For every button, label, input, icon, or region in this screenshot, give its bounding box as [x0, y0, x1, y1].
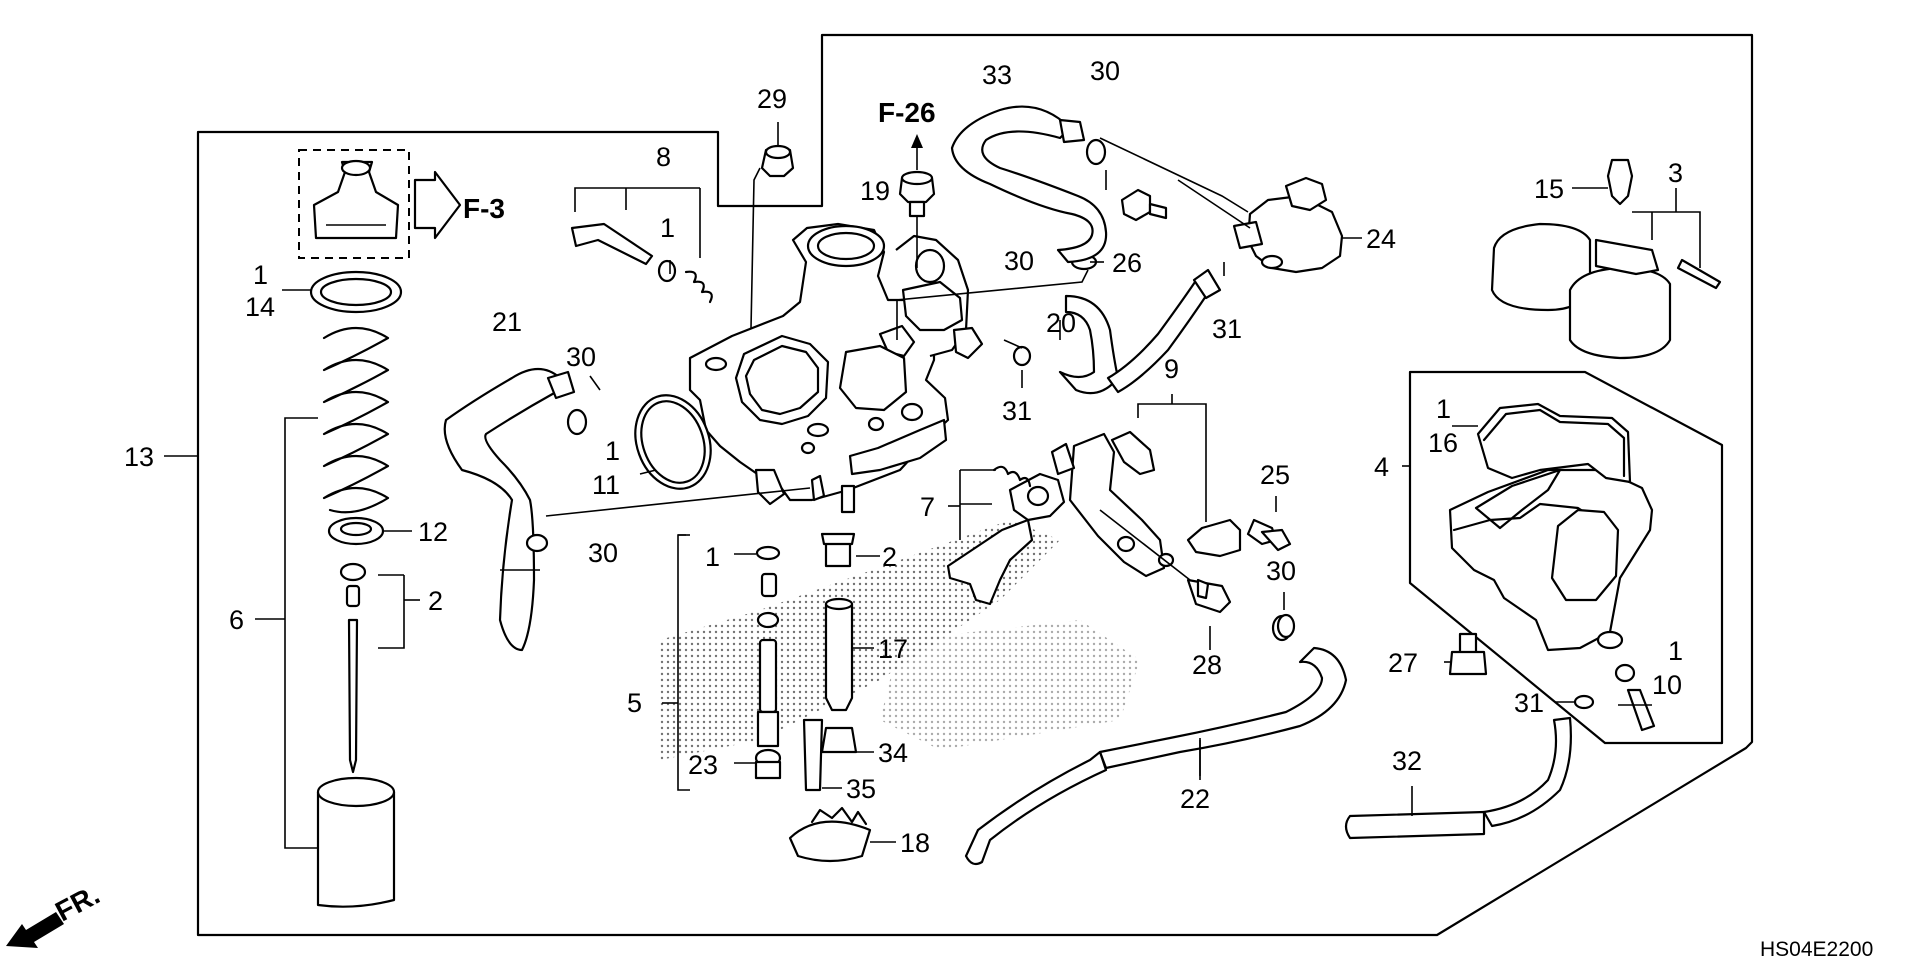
label-25: 25: [1260, 460, 1290, 490]
jet-parts-right: [788, 532, 896, 863]
label-20: 20: [1046, 308, 1076, 338]
label-30c: 30: [1090, 56, 1120, 86]
label-8: 8: [656, 142, 671, 172]
label-28: 28: [1192, 650, 1222, 680]
hose-33: [950, 105, 1108, 264]
carburetor-body: [688, 222, 984, 514]
drain-tube-32: [1344, 694, 1595, 840]
f3-ref-box: [298, 149, 410, 259]
retainer-12: [327, 516, 385, 546]
label-32: 32: [1392, 746, 1422, 776]
o-ring-11: [634, 394, 712, 490]
ref-f26: F-26: [878, 97, 936, 128]
drain-screw-10: [1614, 663, 1656, 732]
leaders-left: [282, 289, 420, 649]
label-9: 9: [1164, 354, 1179, 384]
screw-28: [1099, 509, 1232, 614]
label-11: 11: [592, 470, 620, 500]
label-16: 16: [1428, 428, 1458, 458]
label-1f: 1: [705, 542, 720, 572]
label-12: 12: [418, 517, 448, 547]
screw-26: [1120, 188, 1168, 222]
ref-f3: F-3: [463, 193, 505, 224]
label-24: 24: [1366, 224, 1396, 254]
label-1d: 1: [1436, 394, 1451, 424]
cap-29: [750, 122, 795, 329]
label-34: 34: [878, 738, 908, 768]
float-assembly: [1490, 158, 1722, 360]
label-23: 23: [688, 750, 718, 780]
assembly-frame: [196, 33, 1754, 937]
hose-22: [964, 613, 1348, 866]
throttle-valve: [316, 776, 396, 908]
seal-ring-14: [309, 270, 403, 314]
idle-screw-8: [570, 187, 713, 304]
cutoff-valve-24: [1099, 137, 1362, 274]
label-35: 35: [846, 774, 876, 804]
label-1e: 1: [1668, 636, 1683, 666]
label-31a: 31: [1212, 314, 1242, 344]
label-29: 29: [757, 84, 787, 114]
label-31b: 31: [1002, 396, 1032, 426]
label-5: 5: [627, 688, 642, 718]
jet-assembly-5: [662, 534, 782, 791]
label-10: 10: [1652, 670, 1682, 700]
float-chamber: [1402, 402, 1654, 652]
label-19: 19: [860, 176, 890, 206]
callout-labels: 13 1 14 12 2 6 8 1 29 21 30 1 11 30 19 3…: [124, 56, 1683, 858]
label-1b: 1: [660, 213, 675, 243]
jet-needle: [339, 562, 367, 774]
hose-20: [1003, 268, 1222, 395]
label-30b: 30: [588, 538, 618, 568]
hose-21: [443, 367, 576, 652]
label-33: 33: [982, 60, 1012, 90]
fitting-19: [896, 134, 1089, 340]
label-30a: 30: [566, 342, 596, 372]
label-17: 17: [878, 634, 908, 664]
choke-lever-7: [946, 442, 1076, 606]
front-direction-arrow: [6, 912, 64, 948]
top-cap: [312, 159, 462, 240]
label-27: 27: [1388, 648, 1418, 678]
label-13: 13: [124, 442, 154, 472]
label-2a: 2: [428, 586, 443, 616]
label-1a: 1: [253, 260, 268, 290]
bolt-27: [1448, 632, 1488, 676]
label-30d: 30: [1004, 246, 1034, 276]
label-7: 7: [920, 492, 935, 522]
label-1c: 1: [605, 436, 620, 466]
label-6: 6: [229, 605, 244, 635]
label-3: 3: [1668, 158, 1683, 188]
bracket-9: [1068, 394, 1242, 578]
label-2b: 2: [882, 542, 897, 572]
bracket-6: [255, 417, 318, 849]
figure-code: HS04E2200: [1760, 938, 1873, 960]
label-14: 14: [245, 292, 275, 322]
label-26: 26: [1112, 248, 1142, 278]
screw-25: [1246, 518, 1292, 552]
label-22: 22: [1180, 784, 1210, 814]
label-31c: 31: [1514, 688, 1544, 718]
throttle-spring: [322, 327, 390, 514]
leaders-misc: [545, 170, 1450, 780]
label-18: 18: [900, 828, 930, 858]
label-30e: 30: [1266, 556, 1296, 586]
label-21: 21: [492, 307, 522, 337]
label-15: 15: [1534, 174, 1564, 204]
label-4: 4: [1374, 452, 1389, 482]
